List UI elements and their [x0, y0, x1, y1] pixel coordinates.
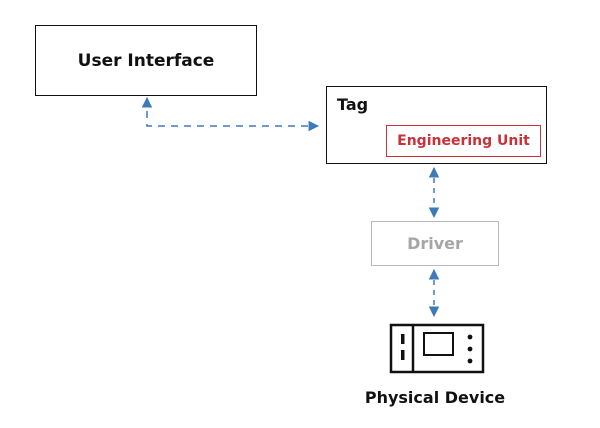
- user-interface-box: User Interface: [35, 25, 257, 96]
- connector-ui-tag: [141, 96, 320, 132]
- engineering-unit-box: Engineering Unit: [386, 125, 541, 157]
- driver-box: Driver: [371, 221, 499, 266]
- engineering-unit-label: Engineering Unit: [397, 133, 530, 149]
- tag-box: Tag Engineering Unit: [326, 86, 547, 164]
- user-interface-label: User Interface: [77, 50, 215, 71]
- driver-label: Driver: [407, 234, 463, 253]
- physical-device-label: Physical Device: [364, 388, 506, 407]
- tag-label: Tag: [337, 95, 369, 114]
- physical-device-icon: [389, 323, 485, 374]
